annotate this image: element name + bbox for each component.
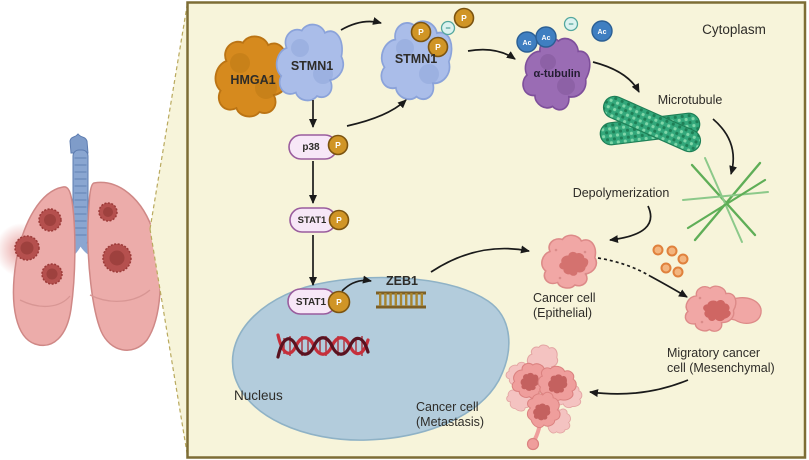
arrow-microtubule-to-fibers bbox=[712, 118, 738, 175]
epithelial-cell-label-line2: (Epithelial) bbox=[533, 306, 592, 320]
alpha-tubulin-blob bbox=[516, 26, 597, 120]
callout-dashed-lines bbox=[149, 2, 189, 457]
zeb1-gene-icon bbox=[376, 291, 426, 309]
stmn1-phospho-blob bbox=[375, 13, 457, 107]
migratory-cell-label-line2: cell (Mesenchymal) bbox=[667, 361, 775, 375]
alpha-tubulin-label: α-tubulin bbox=[533, 68, 580, 80]
stat1-label: STAT1 bbox=[298, 215, 327, 226]
phosphate-badge bbox=[410, 7, 475, 58]
stat1-pill bbox=[289, 207, 350, 233]
metastasis-label-line2: (Metastasis) bbox=[416, 415, 484, 429]
nuclear-stat1-label: STAT1 bbox=[296, 297, 327, 308]
p38-label: p38 bbox=[302, 142, 320, 153]
migratory-cell-label-line1: Migratory cancer bbox=[667, 346, 760, 360]
larynx-icon bbox=[69, 133, 89, 154]
pathway-arrows bbox=[309, 17, 738, 398]
depolymerized-fibers-icon bbox=[682, 157, 769, 243]
dna-helix-icon bbox=[276, 333, 370, 359]
phosphate-letter: P bbox=[461, 13, 467, 23]
phospho-stmn1-label: STMN1 bbox=[395, 52, 437, 66]
arrow-stmn1-to-tubulin bbox=[467, 48, 516, 60]
hmga1-blob bbox=[215, 36, 288, 116]
nuclear-stat1-pill bbox=[287, 288, 351, 315]
lung-tumors-icon bbox=[14, 202, 132, 285]
zeb1-label: ZEB1 bbox=[386, 274, 418, 288]
phosphate-letter: P bbox=[435, 42, 441, 52]
phosphate-letter: P bbox=[335, 140, 341, 150]
acetyl-letter: Ac bbox=[598, 29, 607, 36]
stmn1-label: STMN1 bbox=[291, 59, 333, 73]
cytoplasm-label: Cytoplasm bbox=[702, 22, 766, 37]
phosphate-letter: P bbox=[336, 297, 342, 307]
arrow-tubulin-to-microtubule bbox=[592, 61, 640, 93]
acetyl-letter: Ac bbox=[523, 40, 532, 47]
acetyl-badge bbox=[516, 20, 613, 53]
stmn1-blob bbox=[277, 25, 344, 101]
p38-pill bbox=[288, 134, 349, 160]
metastasis-label-line1: Cancer cell bbox=[416, 400, 479, 414]
epithelial-cell-label-line1: Cancer cell bbox=[533, 291, 596, 305]
depolymerization-label: Depolymerization bbox=[573, 186, 670, 200]
minus-badge bbox=[440, 16, 579, 36]
microtubule-icon bbox=[599, 95, 702, 153]
acetyl-letter: Ac bbox=[542, 35, 551, 42]
metastatic-cell-cluster-icon bbox=[502, 345, 584, 451]
phosphate-letter: P bbox=[336, 215, 342, 225]
microtubule-label: Microtubule bbox=[658, 93, 723, 107]
vesicle-dots-icon bbox=[652, 244, 689, 278]
left-lung bbox=[12, 186, 76, 347]
arrow-migratory-to-metastasis bbox=[589, 379, 689, 398]
lungs-icon bbox=[0, 133, 162, 351]
arrow-complex-to-phospho-stmn1 bbox=[340, 17, 382, 31]
arrow-epithelial-to-migratory bbox=[649, 275, 688, 298]
arrow-stat1-to-zeb1 bbox=[341, 275, 372, 292]
minus-letter: − bbox=[568, 19, 573, 29]
minus-letter: − bbox=[445, 23, 450, 33]
arrow-nucleus-to-epithelial-cell bbox=[430, 245, 530, 273]
arrow-epithelial-to-migratory-dashed bbox=[597, 257, 651, 277]
hmga1-label: HMGA1 bbox=[230, 73, 275, 87]
migratory-cancer-cell-icon bbox=[680, 280, 762, 336]
nucleus-shape bbox=[231, 276, 510, 441]
nucleus-label: Nucleus bbox=[234, 388, 283, 403]
arrow-depolymerization-to-cell bbox=[609, 205, 652, 244]
phosphate-letter: P bbox=[418, 27, 424, 37]
arrow-p38-to-phospho-stmn1 bbox=[346, 99, 407, 127]
epithelial-cancer-cell-icon bbox=[542, 235, 597, 288]
callout-wedge bbox=[150, 3, 188, 456]
